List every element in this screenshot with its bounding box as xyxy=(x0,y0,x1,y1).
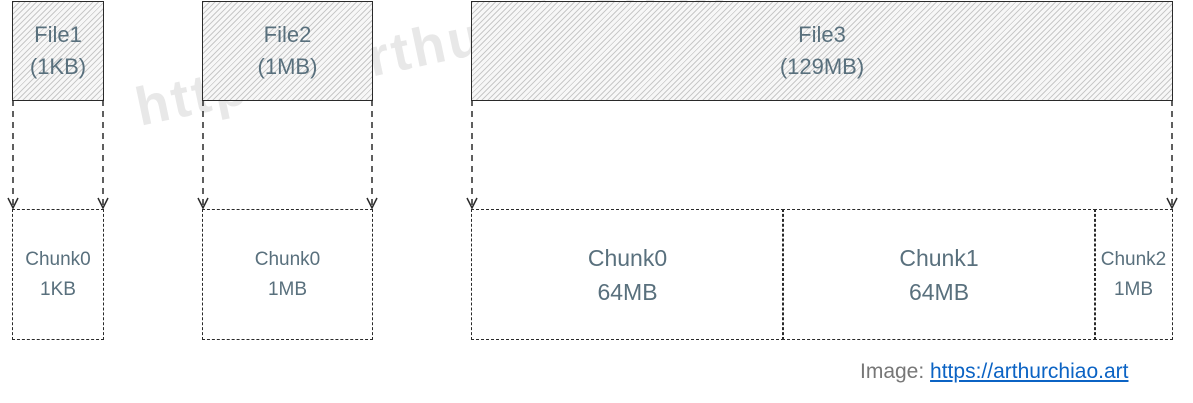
credit-prefix: Image: xyxy=(860,360,931,383)
chunk-name: Chunk0 xyxy=(254,248,321,270)
arrow-head xyxy=(97,197,109,210)
file-box: File2 (1MB) xyxy=(202,1,373,101)
chunk-name: Chunk2 xyxy=(1100,248,1167,270)
chunk-box: Chunk0 1KB xyxy=(12,209,104,340)
file-box: File1 (1KB) xyxy=(12,1,104,101)
chunk-name: Chunk0 xyxy=(587,244,668,271)
file-size: (1MB) xyxy=(257,54,318,79)
file-name: File2 xyxy=(263,22,312,47)
credit-link[interactable]: https://arthurchiao.art xyxy=(930,360,1129,383)
file-name: File3 xyxy=(798,22,846,47)
chunk-size: 1MB xyxy=(1113,278,1154,300)
image-credit: Image: https://arthurchiao.art xyxy=(860,360,1128,384)
chunk-name: Chunk0 xyxy=(25,248,91,270)
chunk-size: 1KB xyxy=(40,278,76,300)
chunk-name: Chunk1 xyxy=(899,244,979,271)
file-size: (1KB) xyxy=(29,54,87,79)
arrow-head xyxy=(1166,197,1178,210)
arrow-head xyxy=(197,197,209,210)
file-box: File3 (129MB) xyxy=(471,1,1173,101)
chunk-size: 1MB xyxy=(267,278,308,300)
chunk-size: 64MB xyxy=(597,278,658,305)
arrow-head xyxy=(7,197,19,210)
chunk-box: Chunk1 64MB xyxy=(782,209,1096,340)
arrow-head xyxy=(466,197,478,210)
file-name: File1 xyxy=(34,22,82,47)
arrow-head xyxy=(366,197,378,210)
file-size: (129MB) xyxy=(779,54,865,79)
chunk-size: 64MB xyxy=(908,278,970,305)
chunk-box: Chunk0 64MB xyxy=(471,209,784,340)
chunk-box: Chunk2 1MB xyxy=(1094,209,1173,340)
chunk-box: Chunk0 1MB xyxy=(202,209,373,340)
